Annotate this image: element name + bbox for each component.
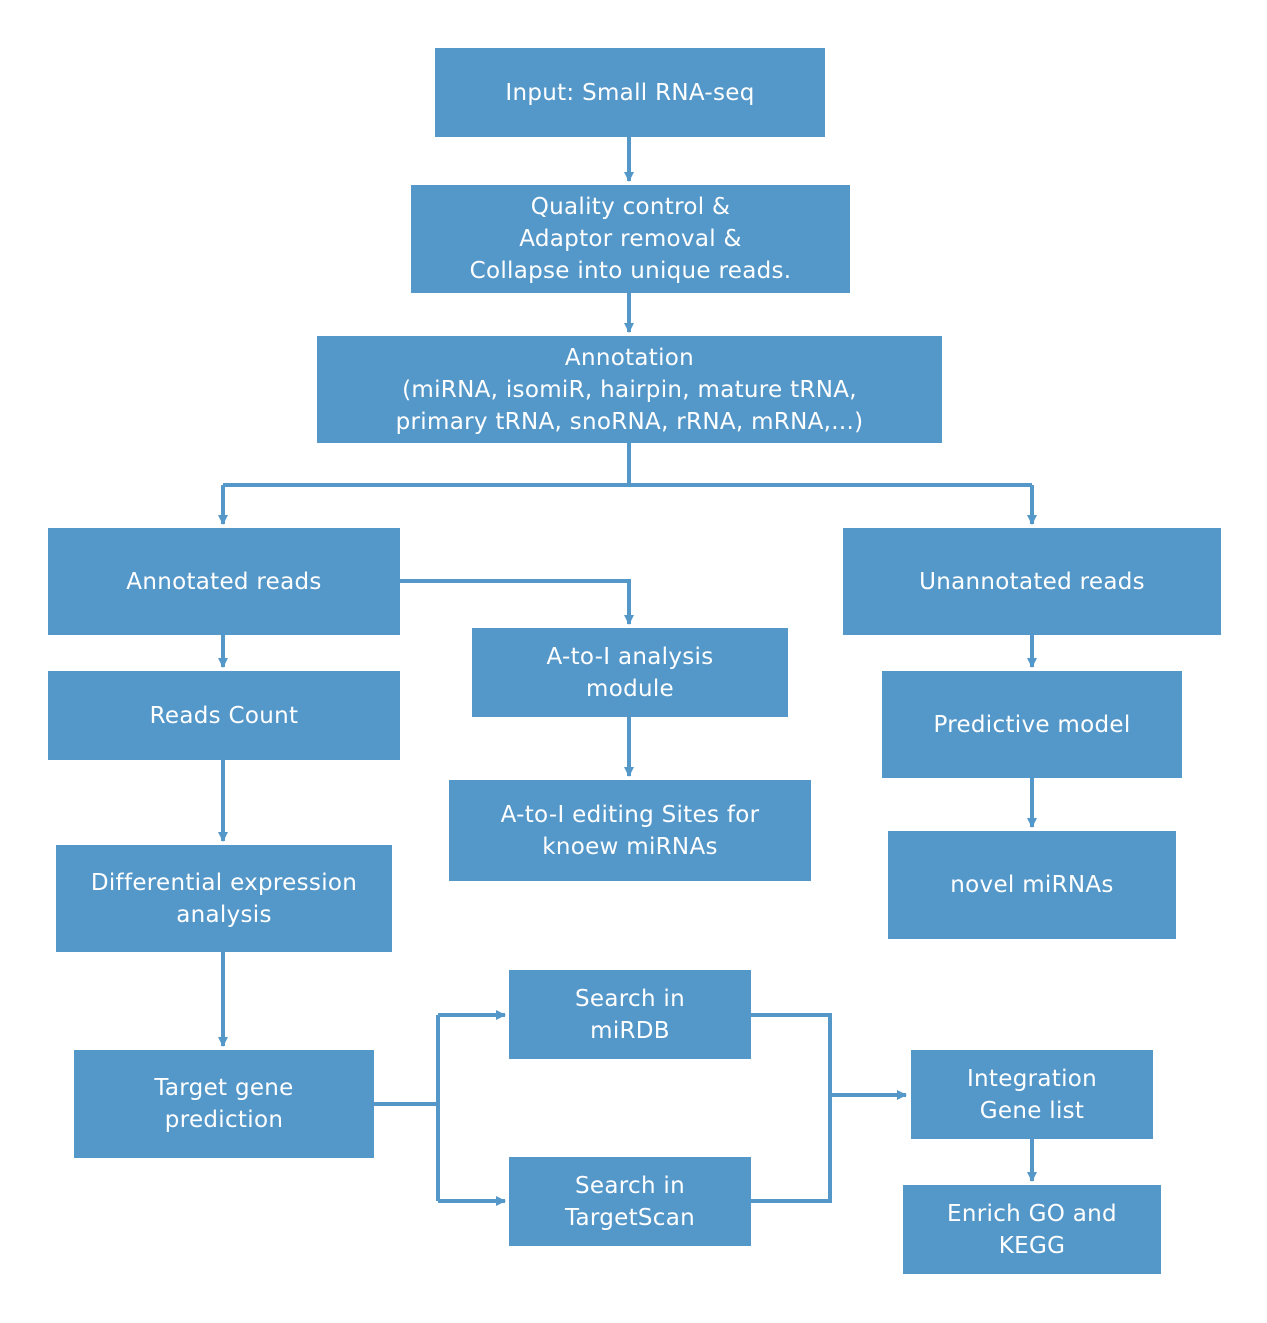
- node-label-line: A-to-I editing Sites for: [500, 801, 760, 828]
- node-label-line: Annotation: [564, 344, 695, 371]
- node-label-line: novel miRNAs: [950, 872, 1114, 898]
- novel-mirnas-box: novel miRNAs: [888, 831, 1176, 939]
- node-label-line: A-to-I analysis: [546, 643, 714, 670]
- node-label-line: Search in: [575, 985, 685, 1012]
- node-label-line: Predictive model: [933, 711, 1131, 738]
- target-gene-prediction-box: Target gene prediction: [74, 1050, 374, 1158]
- node-label-line: Reads Count: [149, 702, 299, 729]
- node-label-line: KEGG: [998, 1232, 1066, 1259]
- node-label-line: Unannotated reads: [919, 568, 1145, 595]
- annotated-reads-box: Annotated reads: [48, 528, 400, 635]
- atoi-analysis-module-box: A-to-I analysis module: [472, 628, 788, 717]
- reads-count-box: Reads Count: [48, 671, 400, 760]
- node-label-line: Search in: [575, 1172, 685, 1199]
- node-label-line: miRDB: [590, 1017, 670, 1044]
- input-small-rna-seq-box: Input: Small RNA-seq: [435, 48, 825, 137]
- search-targetscan-box: Search in TargetScan: [509, 1157, 751, 1246]
- node-label-line: prediction: [164, 1107, 284, 1133]
- node-label-line: Adaptor removal &: [519, 226, 742, 252]
- node-label-line: Enrich GO and: [947, 1200, 1117, 1227]
- search-mirdb-box: Search in miRDB: [509, 970, 751, 1059]
- node-label-line: Quality control &: [530, 194, 731, 220]
- node-label-line: TargetScan: [564, 1204, 696, 1231]
- node-label-line: Differential expression: [90, 869, 358, 896]
- node-label-line: module: [586, 675, 674, 702]
- node-label-line: Target gene: [154, 1075, 294, 1101]
- line-mirdb-out: [750, 1013, 832, 1203]
- node-label-line: Input: Small RNA-seq: [505, 79, 755, 106]
- predictive-model-box: Predictive model: [882, 671, 1182, 778]
- node-label-line: Annotated reads: [126, 568, 322, 595]
- integration-gene-list-box: Integration Gene list: [911, 1050, 1153, 1139]
- differential-expression-box: Differential expression analysis: [56, 845, 392, 952]
- node-label-line: (miRNA, isomiR, hairpin, mature tRNA,: [402, 376, 857, 403]
- unannotated-reads-box: Unannotated reads: [843, 528, 1221, 635]
- enrich-go-kegg-box: Enrich GO and KEGG: [903, 1185, 1161, 1274]
- arrow-annotated-to-atoi-module: [400, 579, 634, 625]
- node-label-line: analysis: [176, 901, 272, 928]
- quality-control-box: Quality control & Adaptor removal & Coll…: [411, 185, 850, 293]
- annotation-box: Annotation (miRNA, isomiR, hairpin, matu…: [317, 336, 942, 443]
- node-label-line: Integration: [966, 1065, 1098, 1092]
- node-label-line: knoew miRNAs: [542, 833, 718, 860]
- node-label-line: Gene list: [979, 1097, 1085, 1124]
- node-label-line: Collapse into unique reads.: [469, 258, 792, 284]
- atoi-editing-sites-box: A-to-I editing Sites for knoew miRNAs: [449, 780, 811, 881]
- node-label-line: primary tRNA, snoRNA, rRNA, mRNA,...): [395, 408, 864, 435]
